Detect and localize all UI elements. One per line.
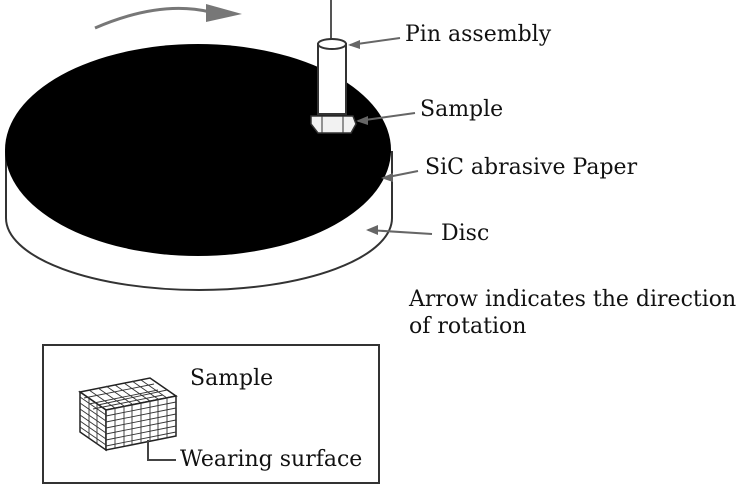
inset-sample-cube	[78, 377, 178, 452]
leader-arrowhead	[348, 40, 360, 49]
rotation-note-line1: Arrow indicates the direction	[409, 287, 737, 312]
sample-block	[310, 115, 357, 134]
leader-arrowhead	[356, 116, 368, 125]
label-sic-paper: SiC abrasive Paper	[425, 155, 638, 180]
leader-arrowhead	[366, 225, 378, 235]
label-disc: Disc	[441, 221, 490, 246]
inset-title: Sample	[190, 366, 274, 391]
abrasive-paper-surface	[5, 44, 391, 256]
leader-wearing-surface	[147, 440, 176, 461]
leader-arrowhead	[381, 173, 393, 182]
rotation-arrow-head	[206, 4, 242, 22]
pin-assembly	[317, 43, 347, 115]
label-wearing-surface: Wearing surface	[180, 447, 363, 472]
sample-inset-box	[42, 344, 380, 484]
rotation-note: Arrow indicates the direction of rotatio…	[409, 286, 736, 340]
label-sample: Sample	[420, 97, 504, 122]
cube-grid	[79, 379, 177, 448]
pin-top	[317, 38, 347, 50]
rotation-arrow	[94, 6, 211, 30]
label-pin-assembly: Pin assembly	[405, 22, 552, 47]
leader-disc	[367, 229, 433, 235]
rotation-note-line2: of rotation	[409, 314, 527, 339]
